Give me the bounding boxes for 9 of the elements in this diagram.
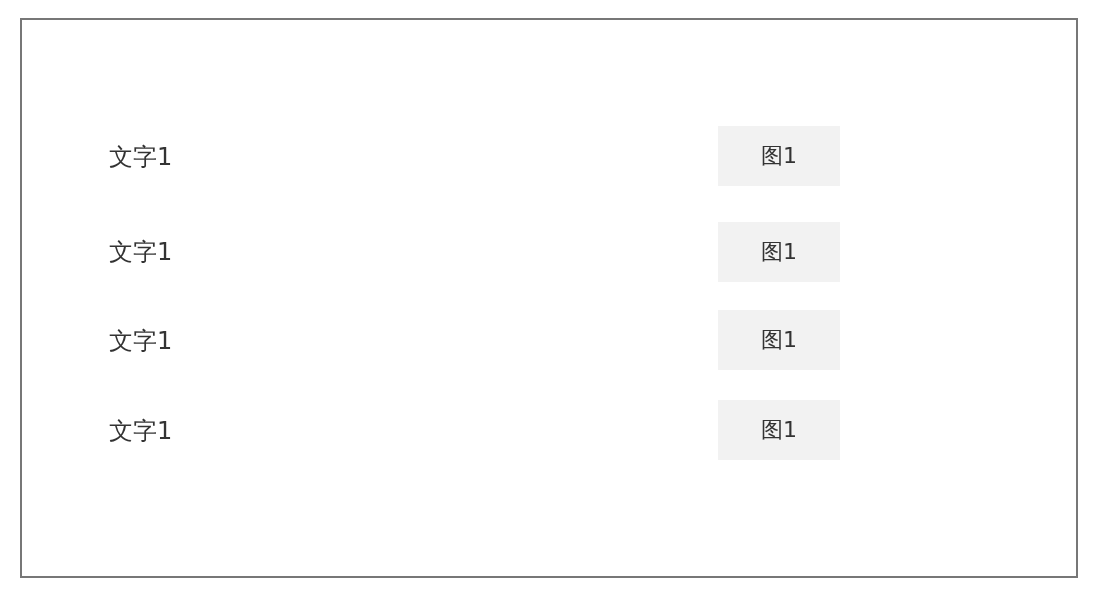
figure-box: 图1	[718, 400, 840, 460]
figure-box: 图1	[718, 222, 840, 282]
figure-box: 图1	[718, 126, 840, 186]
text-label: 文字1	[109, 326, 173, 356]
text-label: 文字1	[109, 416, 173, 446]
text-label: 文字1	[109, 142, 173, 172]
text-label: 文字1	[109, 237, 173, 267]
figure-box: 图1	[718, 310, 840, 370]
outer-frame	[20, 18, 1078, 578]
